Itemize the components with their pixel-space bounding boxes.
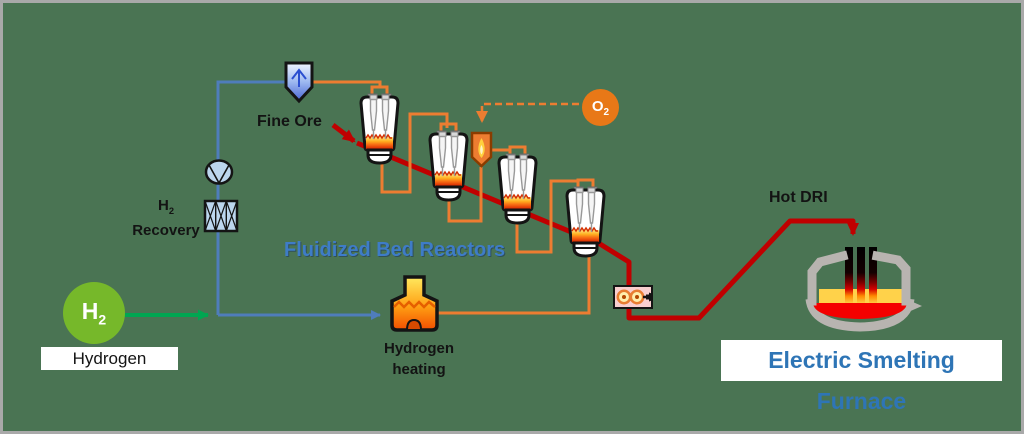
fluidized-bed-reactor-3-icon <box>497 145 538 225</box>
fluidized-bed-reactor-1-icon <box>359 85 400 165</box>
hydrogen-source-node: H2 <box>63 282 125 344</box>
hydrogen-gas-lines <box>216 80 381 320</box>
o2-formula: O2 <box>591 97 610 118</box>
hot-dri-flow-line <box>356 140 859 321</box>
fluidized-bed-reactor-4-icon <box>565 178 606 258</box>
hydrogen-heater-icon <box>390 275 439 332</box>
h2-recovery-word: Recovery <box>132 222 200 239</box>
h2-formula: H2 <box>81 298 107 328</box>
oxygen-source-node: O2 <box>582 89 619 126</box>
hydrogen-caption: Hydrogen <box>41 347 178 370</box>
fluidized-bed-reactors-label: Fluidized Bed Reactors <box>284 239 506 261</box>
h2-recovery-label: H2 Recovery <box>120 196 212 241</box>
hot-dri-label: Hot DRI <box>769 189 828 206</box>
electric-smelting-furnace-icon <box>805 247 922 332</box>
hydrogen-heating-label: Hydrogen heating <box>383 340 454 378</box>
fine-ore-label: Fine Ore <box>257 113 322 130</box>
h2-recovery-unit-icon <box>203 199 239 233</box>
electric-smelting-furnace-label: Electric Smelting Furnace <box>721 340 1002 414</box>
fine-ore-feed-arrow <box>331 123 356 143</box>
discharge-device-icon <box>613 285 653 309</box>
oxygen-injection-line <box>476 102 579 123</box>
process-gas-pipes <box>311 80 591 315</box>
oxygen-burner-icon <box>470 131 493 168</box>
compressor-icon <box>204 159 234 185</box>
fluidized-bed-reactor-2-icon <box>428 122 469 202</box>
h2-recovery-formula: H2 <box>157 197 174 216</box>
gas-scrubber-icon <box>284 61 314 104</box>
